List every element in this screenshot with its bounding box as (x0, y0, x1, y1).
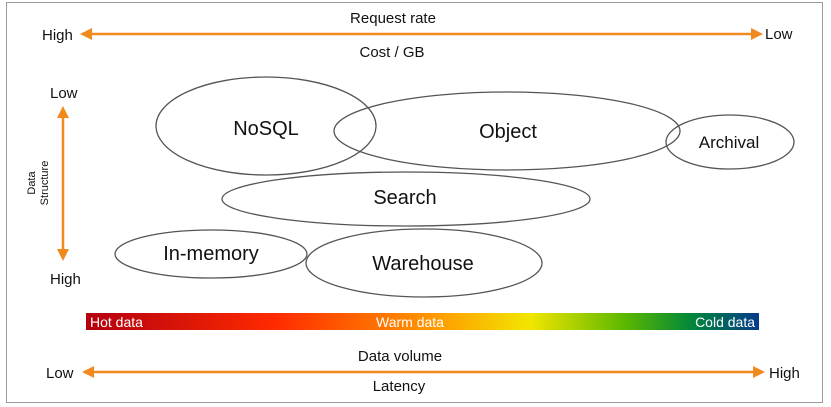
warehouse-ellipse (305, 228, 543, 298)
hot-data-label: Hot data (90, 314, 143, 330)
cost-per-gb-label: Cost / GB (359, 44, 424, 61)
top-axis-low-label: Low (765, 26, 793, 43)
bottom-axis-high-label: High (769, 365, 800, 382)
top-axis-arrow (80, 28, 763, 40)
diagram-frame (6, 2, 823, 403)
data-temperature-bar (86, 313, 759, 330)
search-label: Search (373, 187, 436, 209)
data-structure-label: Data Structure (26, 161, 51, 206)
warehouse-label: Warehouse (372, 253, 474, 275)
object-label: Object (479, 121, 537, 143)
left-axis-high-label: High (50, 271, 81, 288)
data-volume-label: Data volume (358, 348, 442, 365)
archival-label: Archival (699, 133, 759, 152)
cold-data-label: Cold data (695, 314, 755, 330)
bottom-axis-low-label: Low (46, 365, 74, 382)
search-ellipse (221, 171, 591, 227)
svg-text:Data: Data (26, 171, 38, 195)
object-ellipse (333, 91, 681, 171)
in-memory-label: In-memory (163, 243, 259, 265)
left-axis-low-label: Low (50, 85, 78, 102)
archival-ellipse (665, 114, 795, 170)
warm-data-label: Warm data (376, 314, 444, 330)
bottom-axis-arrow (82, 366, 765, 378)
left-axis-arrow (57, 106, 69, 261)
top-axis-high-label: High (42, 27, 73, 44)
latency-label: Latency (373, 378, 426, 395)
nosql-ellipse (155, 76, 377, 176)
in-memory-ellipse (114, 229, 308, 279)
svg-text:Structure: Structure (39, 161, 51, 206)
request-rate-label: Request rate (350, 10, 436, 27)
nosql-label: NoSQL (233, 118, 299, 140)
